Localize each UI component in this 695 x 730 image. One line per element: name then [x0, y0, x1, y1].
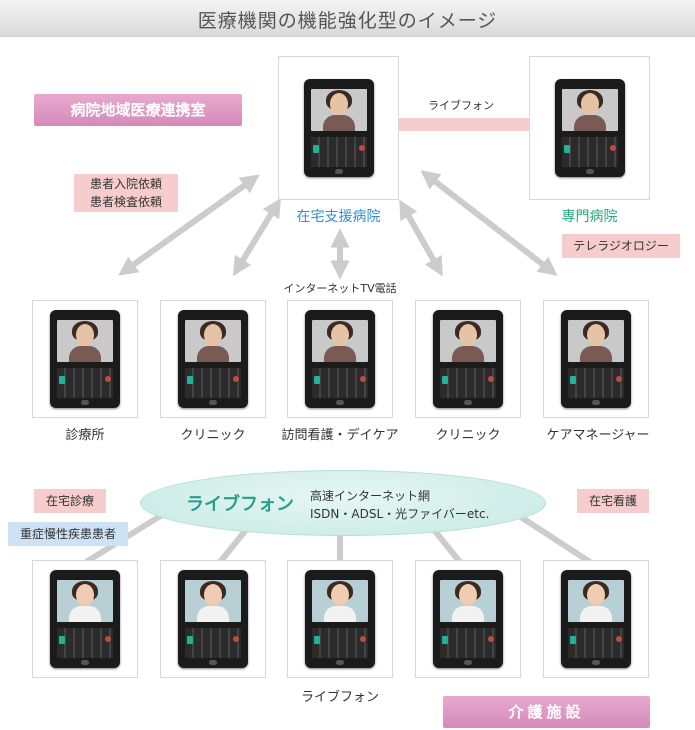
- tablet-icon: [554, 79, 625, 177]
- device-visiting-care: [287, 300, 393, 418]
- page-title: 医療機関の機能強化型のイメージ: [197, 10, 498, 32]
- arrow-hub-to-clinic2: [232, 197, 282, 277]
- device-specialist-hospital: [529, 56, 650, 200]
- device-home-5: [543, 560, 649, 678]
- device-care-manager: [543, 300, 649, 418]
- label-phone-link: ライブフォン: [428, 99, 494, 112]
- tablet-icon: [303, 79, 374, 177]
- arrow-hub-to-caremanager: [420, 170, 558, 276]
- cloud-title: ライブフォン: [186, 494, 294, 515]
- banner-hospital-liaison: 病院地域医療連携室: [34, 94, 242, 126]
- label-clinic-3: クリニック: [435, 428, 501, 443]
- label-clinic-1: 診療所: [65, 428, 105, 443]
- tablet-icon: [50, 310, 120, 408]
- device-home-4: [415, 560, 521, 678]
- label-hub-hospital: 在宅支援病院: [296, 209, 381, 225]
- device-home-3: [287, 560, 393, 678]
- tag-home-care: 在宅診療: [34, 489, 106, 513]
- tag-chronic-patient: 重症慢性疾患患者: [8, 522, 128, 546]
- tablet-icon: [178, 310, 248, 408]
- arrow-hub-to-clinic: [118, 174, 260, 276]
- tablet-icon: [561, 310, 631, 408]
- tag-line-admission: 患者入院依頼: [89, 177, 162, 191]
- tag-teleradiology: テレラジオロジー: [562, 234, 680, 258]
- banner-care-facility: 介護施設: [443, 696, 650, 728]
- tag-home-nursing: 在宅看護: [577, 489, 649, 513]
- label-care-manager: ケアマネージャー: [546, 428, 650, 443]
- device-clinic-2: [160, 300, 266, 418]
- device-hub-hospital: [278, 56, 399, 200]
- tablet-icon: [433, 310, 503, 408]
- tag-line-examination: 患者検査依頼: [89, 195, 162, 209]
- device-home-1: [32, 560, 138, 678]
- label-specialist-hospital: 専門病院: [561, 209, 618, 225]
- label-live-phone: ライブフォン: [300, 690, 379, 705]
- device-clinic-3: [415, 300, 521, 418]
- network-cloud: [140, 470, 546, 536]
- label-clinic-2: クリニック: [180, 428, 246, 443]
- tablet-icon: [305, 570, 375, 668]
- link-bar-hub-specialist: [399, 118, 529, 131]
- tablet-icon: [178, 570, 248, 668]
- tablet-icon: [305, 310, 375, 408]
- header-bar: [0, 0, 695, 37]
- arrow-hub-to-clinic3: [399, 199, 443, 277]
- tablet-icon: [50, 570, 120, 668]
- cloud-line-types: ISDN・ADSL・光ファイバーetc.: [310, 507, 490, 521]
- label-tv-phone: インターネットTV電話: [283, 282, 397, 295]
- line-cloud-to-5: [508, 507, 592, 565]
- tablet-icon: [433, 570, 503, 668]
- tag-patient-request: 患者入院依頼 患者検査依頼: [74, 174, 178, 212]
- label-visiting-care: 訪問看護・デイケア: [281, 428, 399, 443]
- device-home-2: [160, 560, 266, 678]
- tablet-icon: [561, 570, 631, 668]
- device-clinic-1: [32, 300, 138, 418]
- cloud-line-network: 高速インターネット網: [310, 489, 431, 503]
- line-cloud-to-1: [84, 507, 172, 565]
